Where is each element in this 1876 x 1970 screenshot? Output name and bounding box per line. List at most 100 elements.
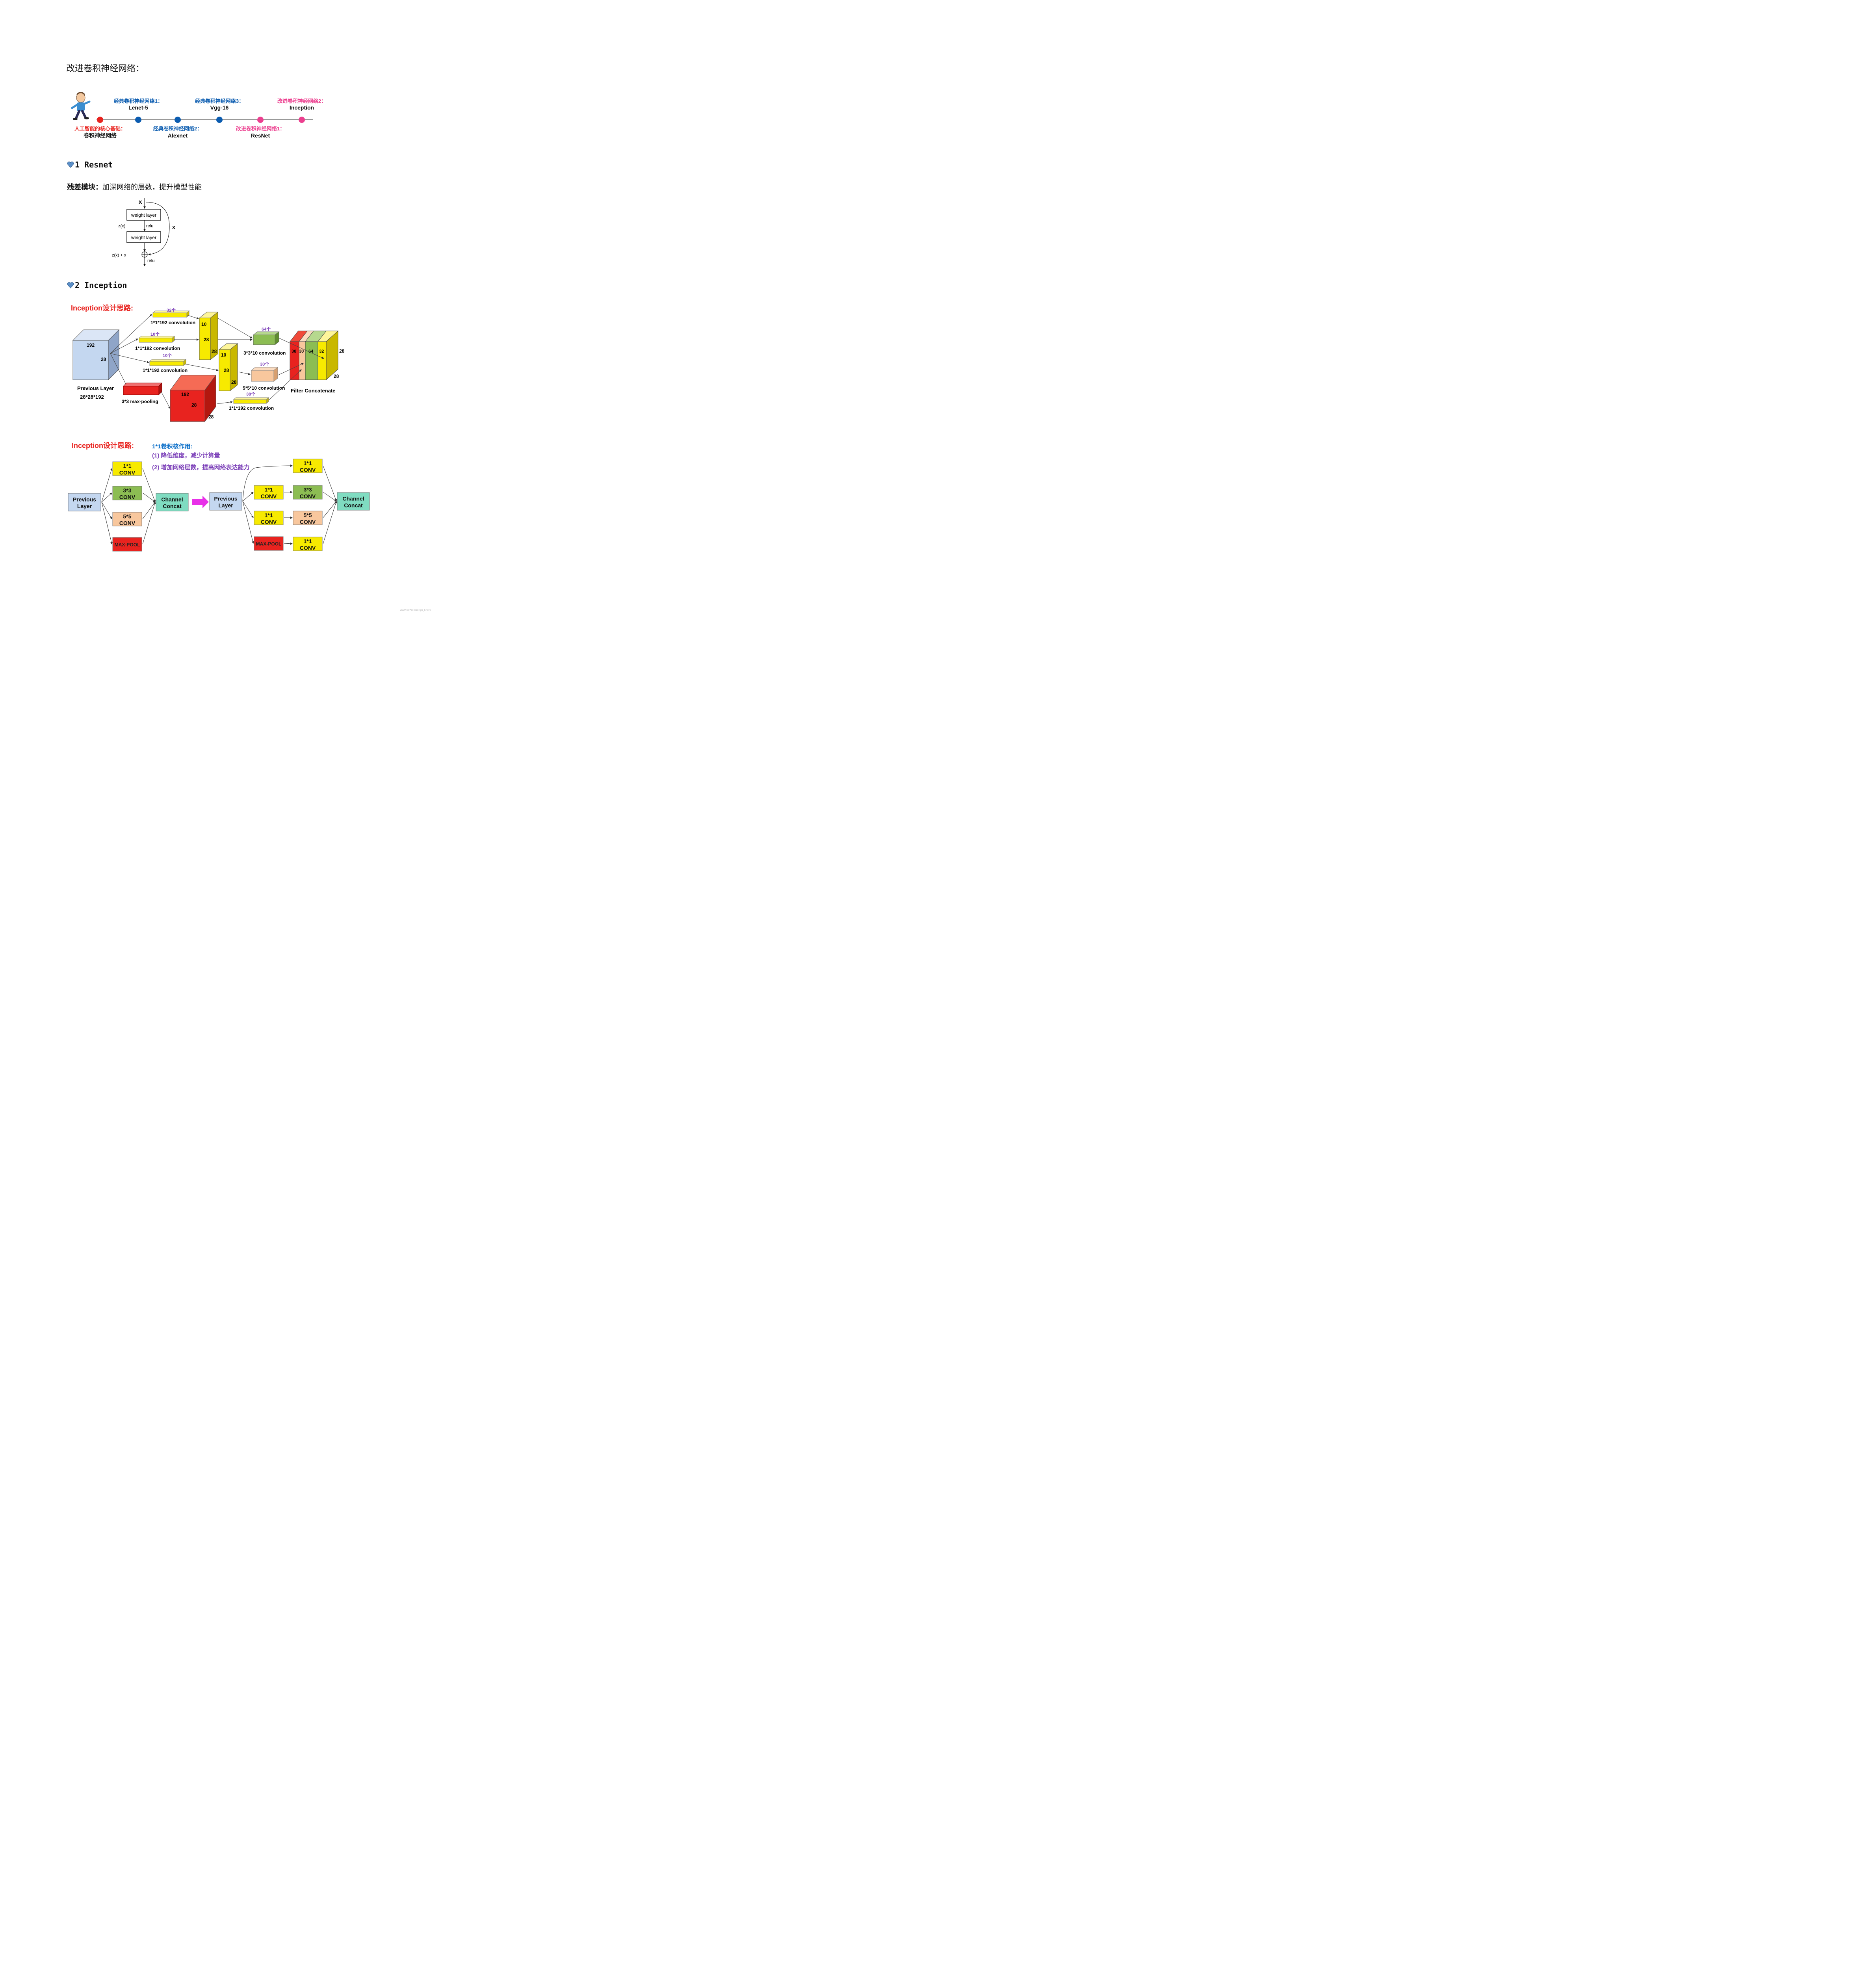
- connector-arrow: [242, 501, 254, 518]
- box-label-line-1: 1*1: [264, 512, 273, 519]
- inception-branch-box: MAX-POOL: [112, 537, 142, 552]
- page-heading: 改进卷积神经网络：: [66, 64, 145, 74]
- feature-block-2: [218, 343, 238, 392]
- box-label-line-2: CONV: [300, 493, 316, 500]
- timeline-node-label: 改进卷积神经网络2：: [277, 98, 326, 104]
- section-title: Inception: [84, 281, 127, 290]
- skip-x-label: x: [172, 224, 175, 230]
- box-label-line-1: Previous: [73, 496, 96, 503]
- timeline-node-4: [216, 117, 223, 123]
- box-label-line-2: CONV: [300, 519, 316, 525]
- resnet-block-diagram: x weight layer relu z(x) weight layer re…: [112, 198, 175, 266]
- timeline-node-3: [175, 117, 181, 123]
- connector-arrow: [323, 501, 337, 518]
- connector-arrow: [101, 502, 112, 519]
- feature-block-1: [199, 311, 219, 361]
- bar-c-label: 1*1*192 convolution: [143, 368, 188, 373]
- concat-value-1: 38: [292, 349, 296, 354]
- box-label-line-2: Layer: [218, 502, 233, 509]
- connector-arrow: [284, 542, 293, 545]
- green-label: 3*3*10 convolution: [243, 350, 286, 356]
- connector-arrow: [101, 502, 113, 545]
- concat-value-4: 32: [319, 349, 324, 354]
- heart-icon: [67, 162, 74, 168]
- inception-title: Inception设计思路:: [71, 304, 133, 312]
- pooled-feature-block: [170, 374, 216, 422]
- relu-2-label: relu: [147, 258, 154, 263]
- timeline-node-2: [135, 117, 141, 123]
- box-label-line-1: Channel: [161, 496, 183, 503]
- weight-layer-1: [126, 209, 161, 221]
- walking-person-icon: [71, 92, 91, 120]
- timeline-node-label: 改进卷积神经网络1：: [236, 126, 285, 132]
- relu-1-label: relu: [146, 224, 153, 229]
- red-w: 28: [208, 414, 214, 420]
- orange-count: 30个: [260, 361, 269, 367]
- box-label-line-1: 3*3: [303, 487, 312, 493]
- concat-value-2: 30: [299, 349, 304, 354]
- section-number: 1: [75, 160, 80, 169]
- inception2-subtitle: 1*1卷积核作用:: [152, 443, 193, 450]
- box-label-line-2: Concat: [344, 502, 363, 509]
- inception2-point1: (1) 降低维度，减少计算量: [152, 452, 220, 459]
- connector-arrow: [323, 465, 337, 502]
- connector-arrow: [323, 501, 337, 544]
- box-label-line-1: 1*1: [264, 487, 273, 493]
- skip-connection: [145, 202, 170, 256]
- prev-layer-dims: 28*28*192: [80, 394, 104, 400]
- yblock1-w: 28: [212, 349, 217, 354]
- red-depth: 192: [181, 392, 189, 397]
- transition-arrow-icon: [192, 496, 209, 508]
- timeline-node-sub: ResNet: [251, 132, 270, 139]
- weight-layer-2-label: weight layer: [131, 235, 156, 240]
- weight-layer-1-label: weight layer: [131, 212, 156, 218]
- box-label-line-2: CONV: [119, 470, 136, 476]
- conv5x5-output-block: [251, 366, 279, 382]
- timeline-node-label: 经典卷积神经网络1：: [114, 98, 163, 104]
- box-label-line-2: CONV: [119, 520, 136, 526]
- bar-d-label: 1*1*192 convolution: [229, 405, 274, 411]
- section-number: 2: [75, 281, 80, 290]
- heart-icon: [67, 282, 74, 288]
- filter-concatenate-block: [289, 330, 339, 381]
- section-title: Resnet: [84, 160, 113, 169]
- prev-layer-label: Previous Layer: [77, 385, 114, 391]
- bar-d-count: 38个: [246, 391, 256, 397]
- box-label-line-2: Layer: [77, 503, 92, 509]
- timeline-node-label: 人工智能的核心基础：: [74, 126, 126, 132]
- timeline-node-5: [257, 117, 264, 123]
- sum-label: z(x) + x: [112, 253, 126, 258]
- connector-arrow: [142, 502, 156, 545]
- connector-arrow: [142, 492, 156, 502]
- yblock2-depth: 10: [221, 352, 227, 358]
- timeline-node-6: [299, 117, 305, 123]
- box-label-line-1: Channel: [342, 496, 364, 502]
- box-label-line-1: 3*3: [123, 487, 131, 494]
- box-label: MAX-POOL: [256, 541, 282, 547]
- desc-bold: 残差模块：: [67, 183, 102, 191]
- inception-module-diagram: Inception设计思路: 192 28 Previous Layer 28*…: [71, 304, 345, 422]
- connector-arrow: [101, 492, 112, 502]
- red-h: 28: [191, 402, 197, 408]
- box-label-line-2: CONV: [261, 493, 277, 500]
- prev-depth-label: 192: [87, 342, 95, 348]
- inception2-point2: (2) 增加网络层数，提高网络表达能力: [152, 464, 250, 471]
- prev-side-label: 28: [101, 357, 106, 362]
- box-label-line-2: CONV: [300, 467, 316, 473]
- box-label-line-1: 1*1: [303, 538, 312, 545]
- bar-a-count: 32个: [167, 307, 176, 313]
- weight-layer-2: [126, 231, 161, 243]
- timeline-node-sub: Lenet-5: [128, 104, 148, 111]
- concat-label: Filter Concatenate: [291, 388, 335, 394]
- connector-arrow: [142, 468, 156, 502]
- connector-arrow: [142, 502, 156, 519]
- timeline-diagram: 人工智能的核心基础：卷积神经网络经典卷积神经网络1：Lenet-5经典卷积神经网…: [71, 92, 326, 139]
